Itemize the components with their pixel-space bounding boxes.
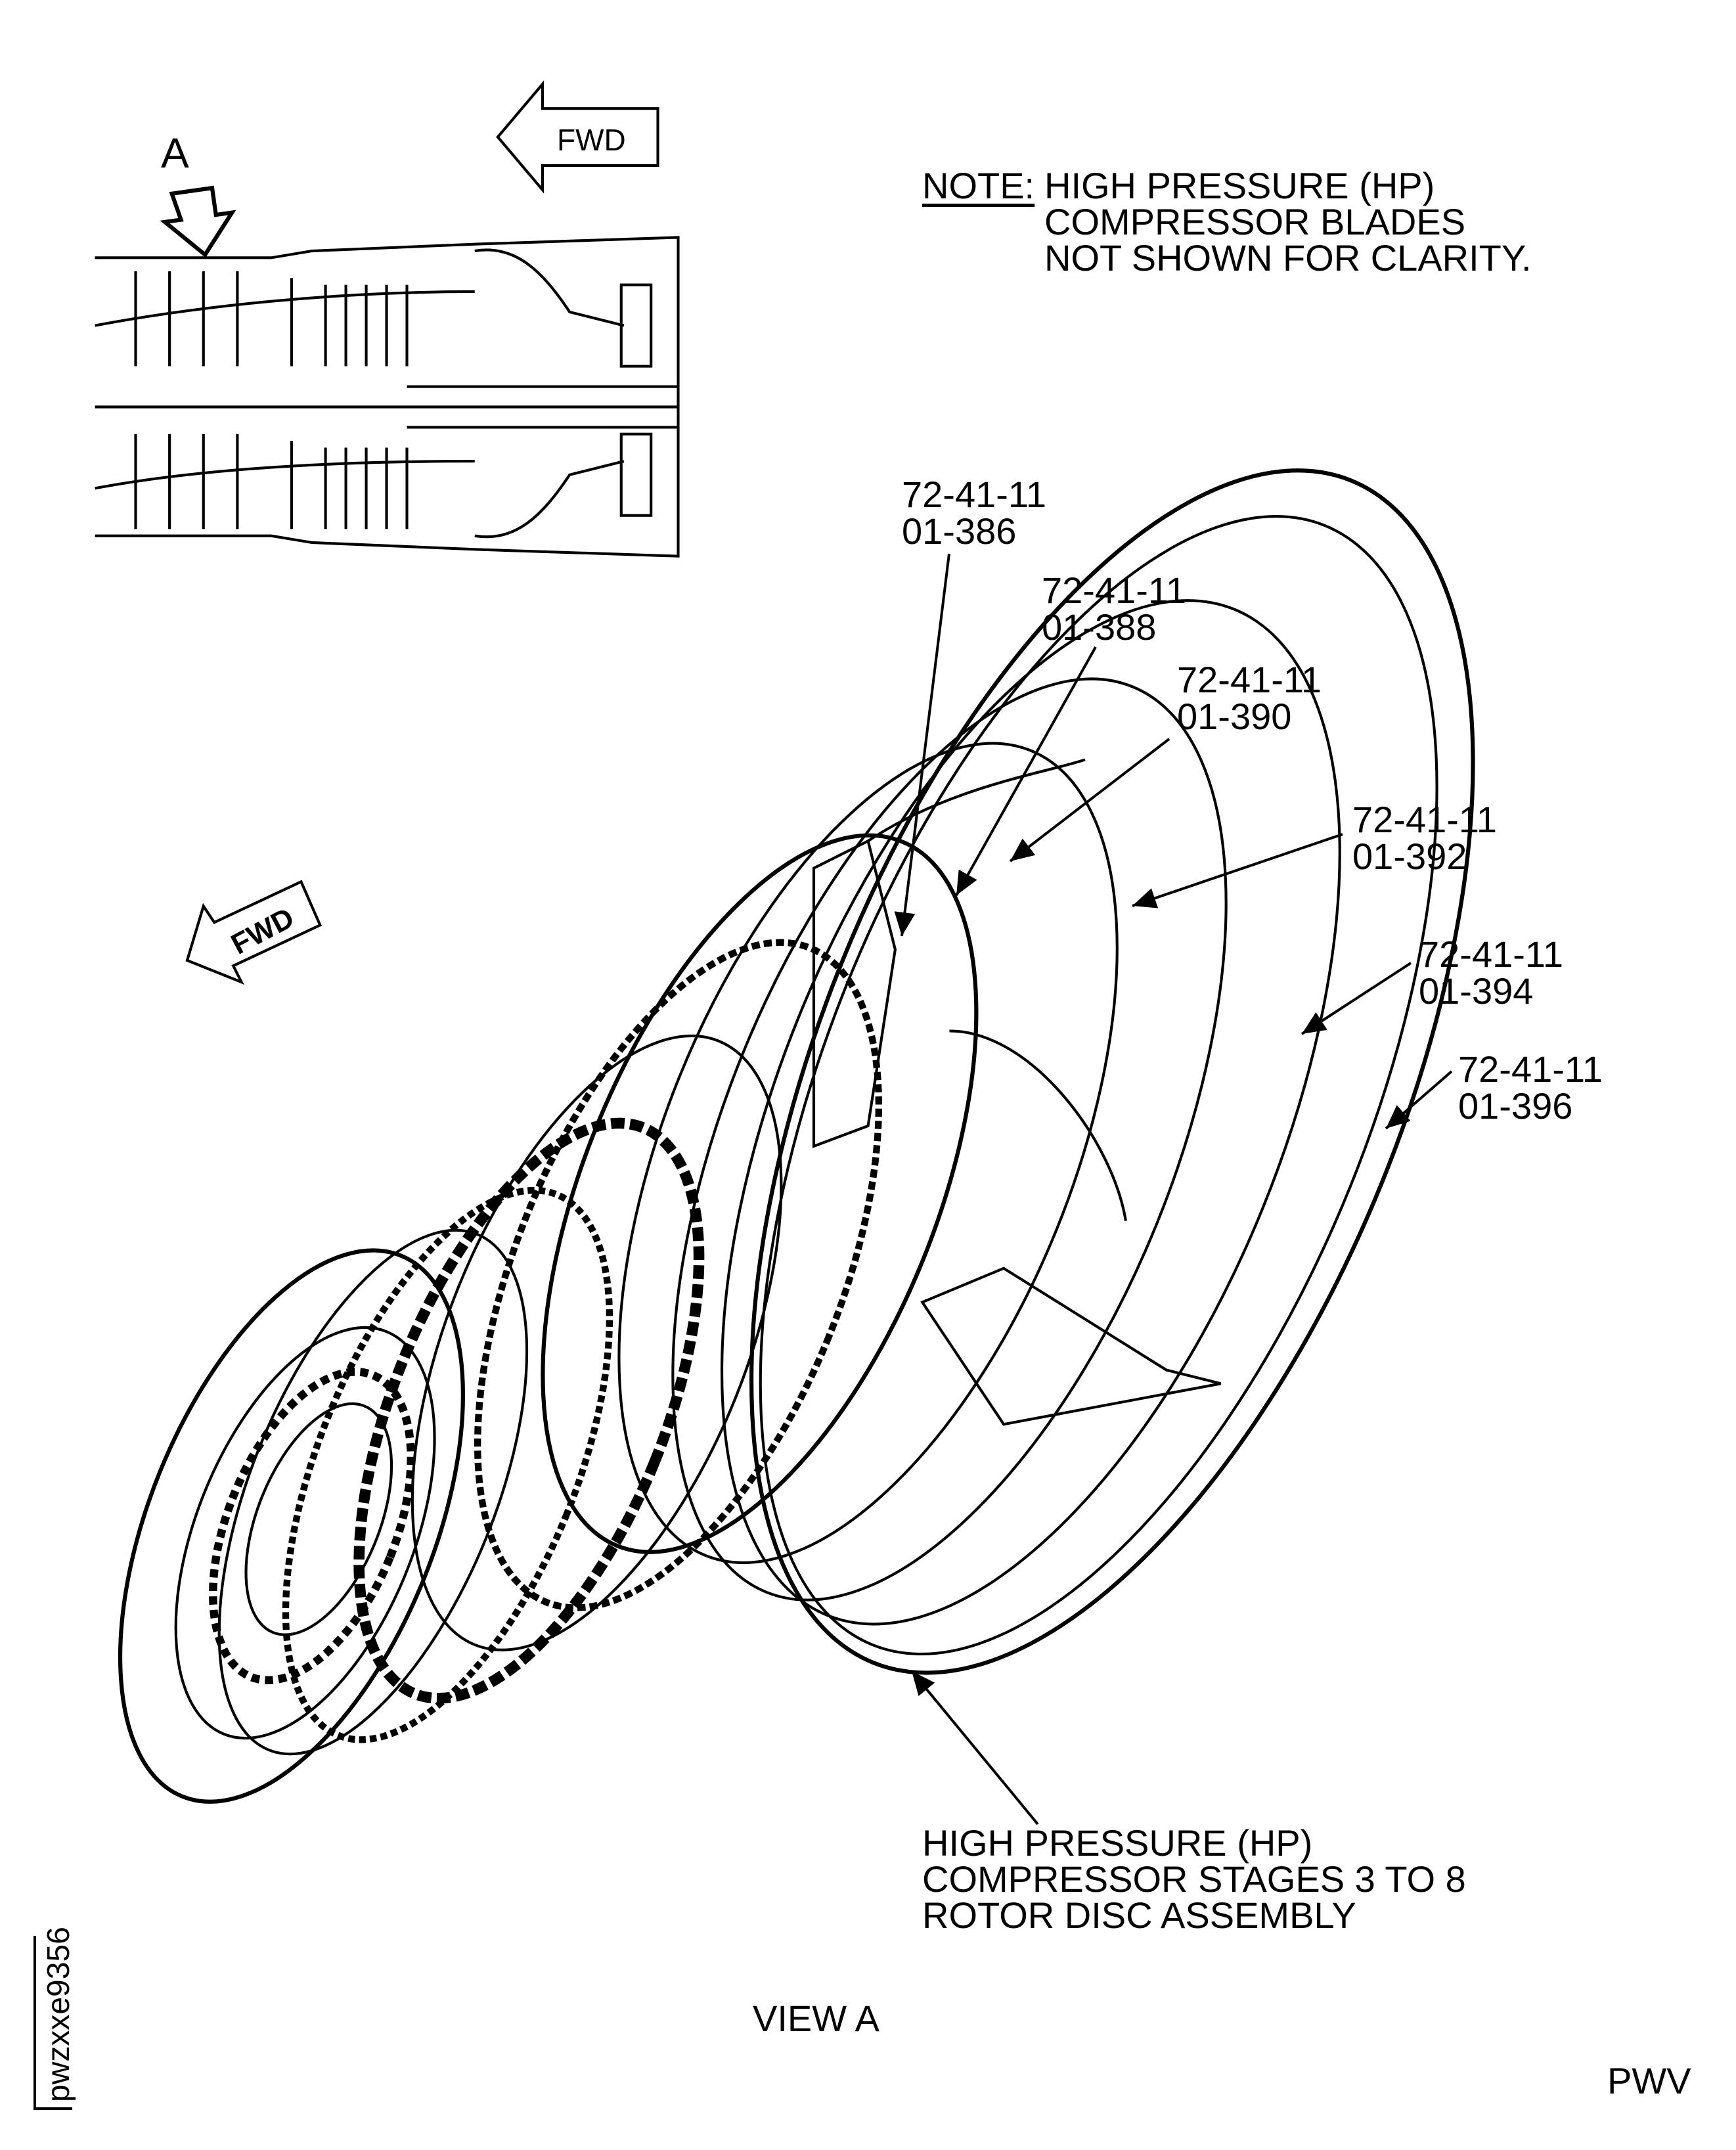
callout-item: 01-394 <box>1419 970 1534 1012</box>
callout-394: 72-41-11 01-394 <box>1419 936 1563 1010</box>
callout-item: 01-386 <box>902 510 1017 552</box>
callout-chapter: 72-41-11 <box>1177 659 1322 700</box>
callout-item: 01-388 <box>1042 606 1157 648</box>
callout-392: 72-41-11 01-392 <box>1352 801 1497 875</box>
callout-item: 01-396 <box>1458 1085 1573 1127</box>
figure-id-corner-mark <box>33 1936 72 2110</box>
note-line: HIGH PRESSURE (HP) <box>1044 165 1435 206</box>
leader-line-396 <box>1385 1070 1453 1130</box>
fwd-arrow-icon <box>496 80 659 194</box>
callout-396: 72-41-11 01-396 <box>1458 1051 1603 1125</box>
callout-388: 72-41-11 01-388 <box>1042 572 1186 646</box>
callout-386: 72-41-11 01-386 <box>902 476 1046 550</box>
callout-chapter: 72-41-11 <box>902 474 1047 515</box>
rotor-disc-assembly <box>118 468 1475 1804</box>
leader-line-392 <box>1132 833 1343 908</box>
view-title: VIEW A <box>753 1998 879 2039</box>
figure-id: pwzxxe9356 <box>41 1927 76 2102</box>
callout-chapter: 72-41-11 <box>1419 933 1564 975</box>
callout-item: 01-390 <box>1177 696 1292 737</box>
corner-code: PWV <box>1607 2060 1691 2101</box>
assembly-label-line: HIGH PRESSURE (HP) <box>922 1822 1313 1864</box>
note-line: COMPRESSOR BLADES <box>1044 201 1466 242</box>
callout-item: 01-392 <box>1352 836 1467 877</box>
note-prefix: NOTE: <box>922 165 1035 206</box>
callout-chapter: 72-41-11 <box>1042 570 1187 611</box>
leader-line-assembly <box>910 1670 1039 1825</box>
callout-chapter: 72-41-11 <box>1458 1048 1603 1090</box>
callout-chapter: 72-41-11 <box>1352 799 1498 840</box>
callout-390: 72-41-11 01-390 <box>1177 661 1322 735</box>
leader-line-386 <box>894 553 950 937</box>
fwd-arrow-icon <box>185 880 323 985</box>
leader-line-394 <box>1301 962 1412 1035</box>
view-arrow-icon <box>160 185 236 258</box>
assembly-label-line: ROTOR DISC ASSEMBLY <box>922 1894 1356 1936</box>
leader-line-388 <box>955 646 1097 896</box>
inset-fwd-label: FWD <box>557 123 626 157</box>
leader-line-390 <box>1009 738 1170 862</box>
engine-section-inset <box>95 236 680 558</box>
assembly-label-line: COMPRESSOR STAGES 3 TO 8 <box>922 1858 1466 1900</box>
note-line: NOT SHOWN FOR CLARITY. <box>1044 237 1532 279</box>
view-letter: A <box>161 129 189 177</box>
